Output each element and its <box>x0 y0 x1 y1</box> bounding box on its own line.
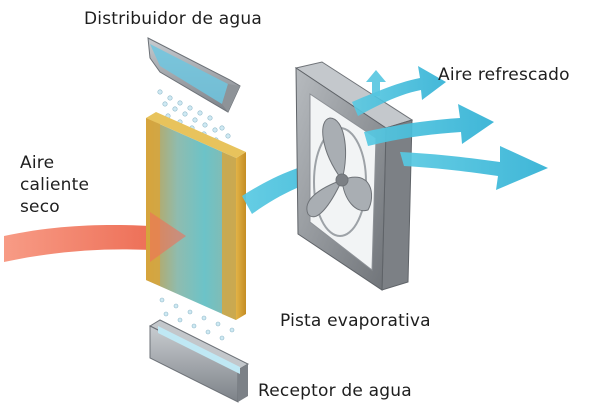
water-distributor <box>147 37 241 113</box>
label-pista-evaporativa: Pista evaporativa <box>280 311 431 331</box>
water-drops-top <box>157 89 231 149</box>
water-drops-bottom <box>159 297 235 341</box>
fan-blades <box>306 117 372 218</box>
label-receptor: Receptor de agua <box>258 381 412 401</box>
evaporative-pad <box>146 112 246 320</box>
cool-air-arrow-middle <box>364 104 494 146</box>
label-aire-refrescado: Aire refrescado <box>438 65 570 85</box>
hot-air-arrow <box>4 212 186 262</box>
label-aire-caliente-line3: seco <box>20 197 60 217</box>
label-aire-caliente-line1: Aire <box>20 153 55 173</box>
label-distribuidor: Distribuidor de agua <box>84 9 262 29</box>
hot-air-arrow-tip <box>150 212 186 262</box>
cool-air-arrow-up <box>352 66 446 116</box>
label-aire-caliente-line2: caliente <box>20 175 90 195</box>
water-receiver <box>148 319 250 403</box>
cool-air-arrow-small <box>366 70 386 96</box>
cool-air-arrow-low <box>400 146 548 190</box>
